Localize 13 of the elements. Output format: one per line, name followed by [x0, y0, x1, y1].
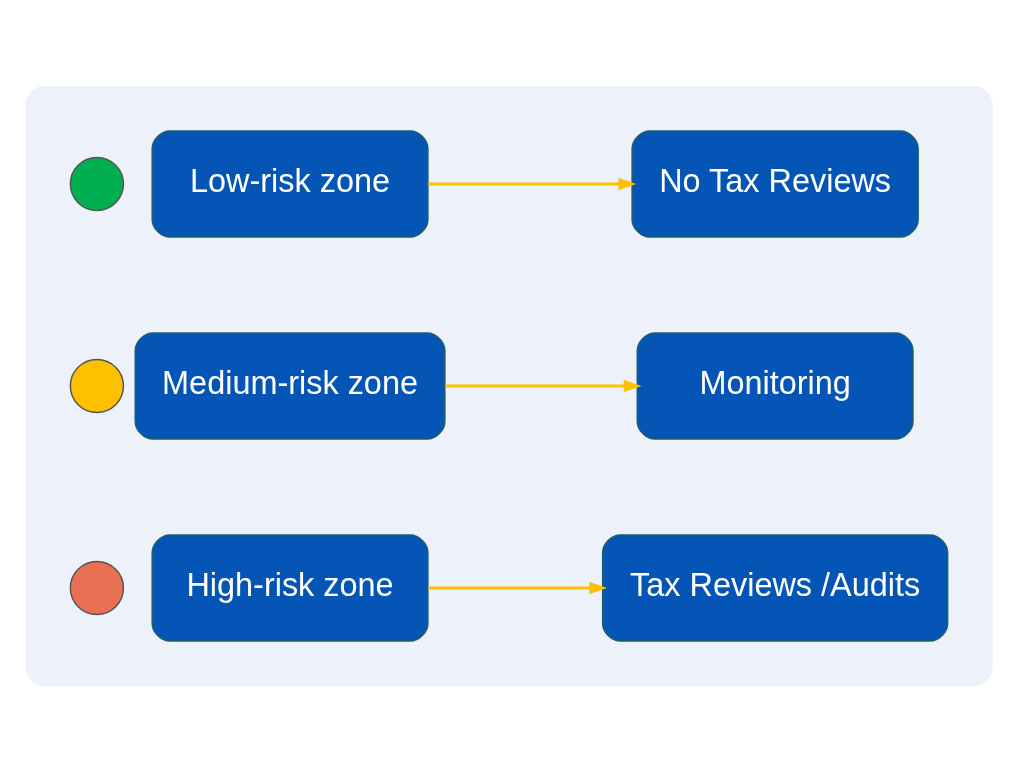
node-box: No Tax Reviews — [631, 130, 919, 238]
node-box: Monitoring — [636, 332, 914, 440]
node-circle — [69, 358, 125, 414]
node-circle — [69, 560, 125, 616]
arrow — [428, 177, 637, 191]
node-box: Tax Reviews /Audits — [601, 534, 949, 642]
node-box: Medium-risk zone — [134, 332, 446, 440]
node-box: High-risk zone — [151, 534, 429, 642]
node-box: Low-risk zone — [151, 130, 429, 238]
node-circle — [69, 156, 125, 212]
arrow — [445, 379, 642, 393]
arrow — [428, 581, 607, 595]
cluster — [25, 85, 993, 687]
